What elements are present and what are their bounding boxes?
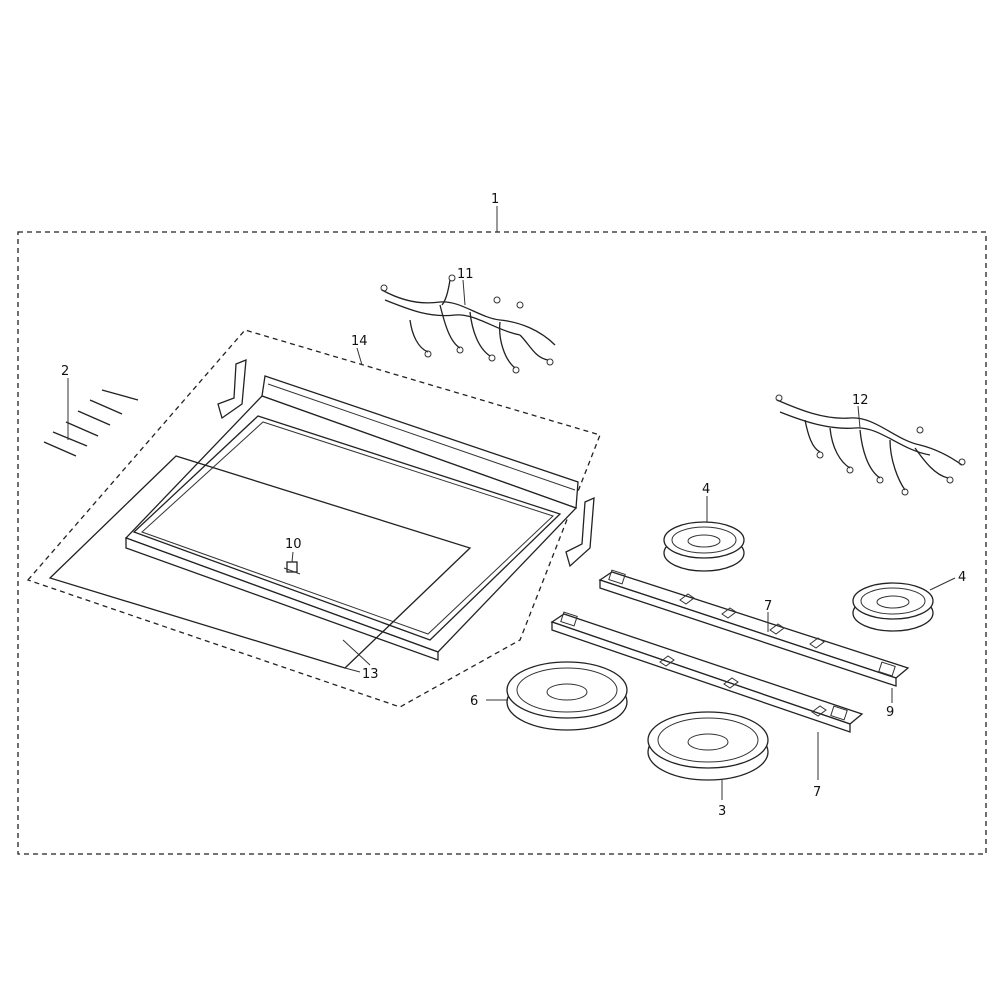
clip bbox=[283, 551, 301, 575]
label-screws: 2 bbox=[61, 364, 69, 379]
label-burner-small-top: 4 bbox=[702, 482, 710, 497]
label-clip: 10 bbox=[285, 537, 302, 552]
assembly-boundary bbox=[17, 231, 987, 855]
label-harness-left: 11 bbox=[457, 267, 474, 282]
burner-large-left bbox=[486, 661, 628, 731]
label-bracket-upper: 7 bbox=[764, 599, 772, 614]
burner-small-top bbox=[663, 496, 745, 572]
label-assembly: 1 bbox=[491, 192, 499, 207]
bracket-upper bbox=[598, 569, 910, 687]
burner-small-right bbox=[852, 577, 956, 632]
label-burner-small-right: 4 bbox=[958, 570, 966, 585]
label-glass-top: 13 bbox=[362, 667, 379, 682]
label-harness-right: 12 bbox=[852, 393, 869, 408]
cooktop-frame bbox=[48, 359, 595, 669]
bracket-lower bbox=[550, 611, 864, 780]
label-bracket-end: 9 bbox=[886, 705, 894, 720]
label-burner-large-left: 6 bbox=[470, 694, 478, 709]
screws bbox=[43, 378, 139, 457]
harness-right bbox=[775, 394, 966, 496]
harness-left bbox=[380, 274, 556, 374]
label-bracket-lower: 7 bbox=[813, 785, 821, 800]
label-burner-large-front: 3 bbox=[718, 804, 726, 819]
cooktop-group-boundary bbox=[26, 329, 601, 708]
burner-large-front bbox=[647, 711, 769, 800]
label-cooktop-frame: 14 bbox=[351, 334, 368, 349]
